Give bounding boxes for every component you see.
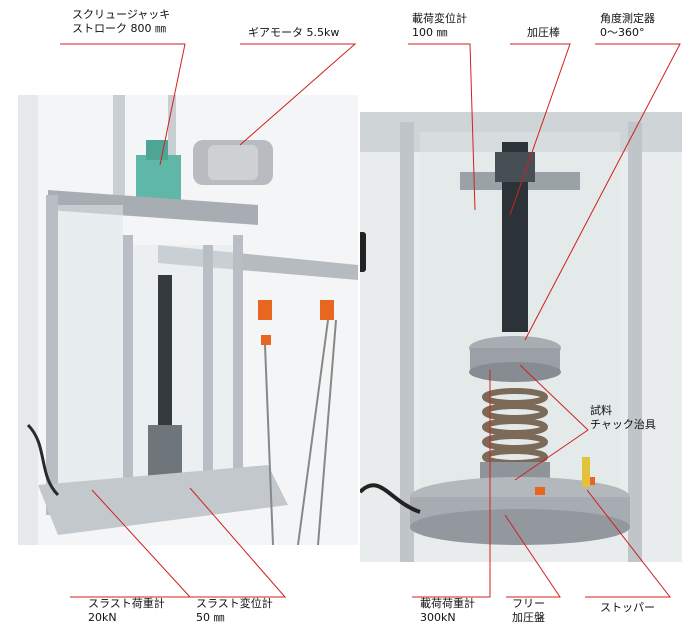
label-press-rod: 加圧棒 <box>527 26 560 39</box>
label-thrust-load: スラスト荷重計 20kN <box>88 597 165 624</box>
label-load-cell: 載荷荷重計 300kN <box>420 597 475 624</box>
label-specimen-chuck: 試料 チャック治具 <box>590 404 656 431</box>
right-closeup-photo <box>360 112 682 562</box>
label-screw-jack: スクリュージャッキ ストローク 800 ㎜ <box>72 8 171 35</box>
label-gear-motor: ギアモータ 5.5kw <box>248 26 340 39</box>
label-free-plate: フリー 加圧盤 <box>512 597 545 624</box>
label-load-displacement: 載荷変位計 100 ㎜ <box>412 12 467 39</box>
right-closeup-illustration <box>360 112 682 562</box>
left-machine-photo <box>18 95 358 545</box>
label-thrust-displacement: スラスト変位計 50 ㎜ <box>196 597 273 624</box>
label-stopper: ストッパー <box>600 601 655 614</box>
label-angle-sensor: 角度測定器 0〜360° <box>600 12 655 39</box>
left-machine-illustration <box>18 95 358 545</box>
